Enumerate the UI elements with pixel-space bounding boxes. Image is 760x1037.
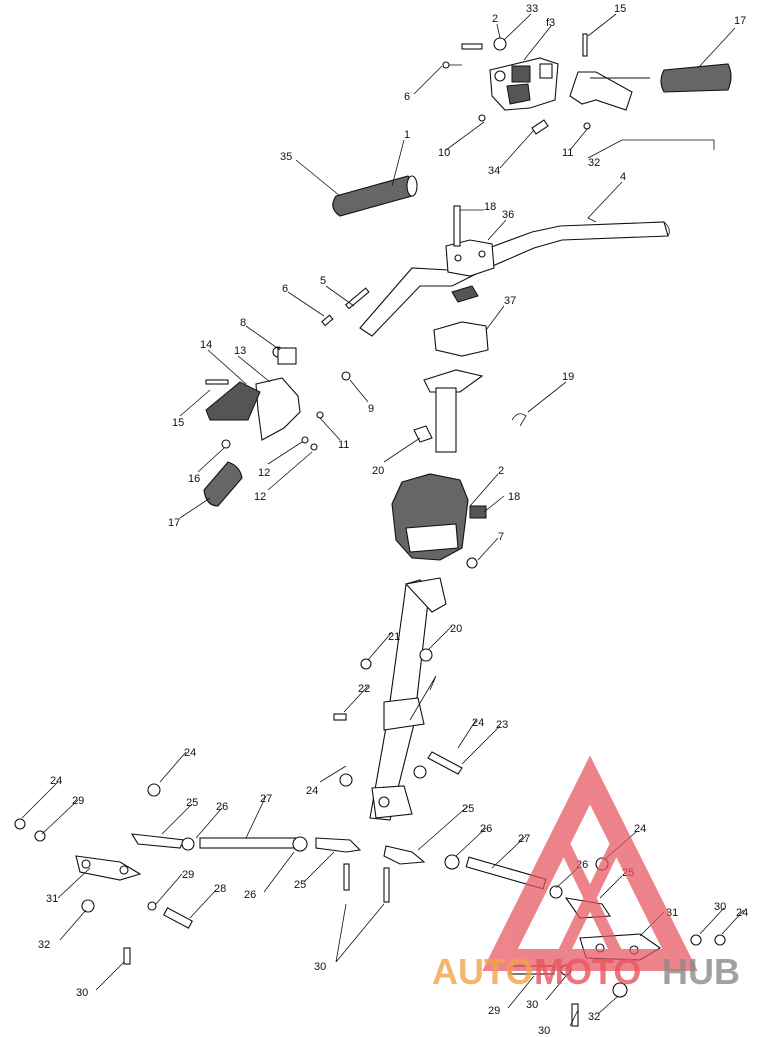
- handlebar-clamp-lower: [433, 285, 489, 357]
- left-brake-lever: [205, 287, 370, 451]
- right-grip: [660, 63, 732, 93]
- callout-20: 20: [372, 465, 384, 477]
- callout-26b: 26: [480, 823, 492, 835]
- callout-19: 19: [562, 371, 574, 383]
- callout-17: 17: [734, 15, 746, 27]
- callout-24d: 24: [50, 775, 62, 787]
- callout-29a: 29: [72, 795, 84, 807]
- callout-28a: 28: [214, 883, 226, 895]
- callout-18b: 18: [508, 491, 520, 503]
- callout-24b: 24: [306, 785, 318, 797]
- left-grip-lower: [203, 461, 243, 507]
- callout-30a: 30: [314, 961, 326, 973]
- callout-30c: 30: [538, 1025, 550, 1037]
- callout-25d: 25: [294, 879, 306, 891]
- handlebar-clamp-upper: [445, 205, 495, 277]
- callout-4: 4: [620, 171, 626, 183]
- callout-18: 18: [484, 201, 496, 213]
- callout-10: 10: [438, 147, 450, 159]
- left-linkage: [14, 773, 390, 965]
- leader-lines: [21, 13, 745, 1027]
- right-linkage: [383, 845, 726, 1027]
- left-grip-upper: [332, 175, 418, 217]
- callout-labels: 2 33 f3 15 17 6 10 11 32 34 35 1 4 18 36…: [38, 3, 748, 1037]
- callout-13: 13: [234, 345, 246, 357]
- callout-7: 7: [498, 531, 504, 543]
- handlebar: [359, 221, 670, 337]
- riser-plate: [423, 369, 484, 453]
- callout-17b: 17: [168, 517, 180, 529]
- callout-f3: f3: [546, 17, 555, 29]
- callout-30b: 30: [76, 987, 88, 999]
- callout-11: 11: [562, 147, 573, 159]
- callout-2: 2: [498, 465, 504, 477]
- callout-6b: 6: [282, 283, 288, 295]
- callout-27a: 27: [260, 793, 272, 805]
- callout-9: 9: [368, 403, 374, 415]
- callout-37b: 37: [504, 295, 516, 307]
- callout-27b: 27: [518, 833, 530, 845]
- callout-14: 14: [200, 339, 212, 351]
- callout-22: 22: [358, 683, 370, 695]
- handlebar-pad: [391, 473, 487, 569]
- callout-26c: 26: [576, 859, 588, 871]
- callout-32a: 32: [38, 939, 50, 951]
- callout-3: 2: [492, 13, 498, 25]
- callout-6: 6: [404, 91, 410, 103]
- callout-16: 16: [188, 473, 200, 485]
- callout-11b: 12: [254, 491, 266, 503]
- throttle-cable-end: [478, 114, 549, 135]
- callout-10b: 11: [338, 439, 349, 451]
- callout-25b: 25: [462, 803, 474, 815]
- callout-34: 33: [526, 3, 538, 15]
- callout-25c: 25: [622, 867, 634, 879]
- callout-31a: 31: [46, 893, 58, 905]
- callout-25a: 25: [186, 797, 198, 809]
- callout-5: 5: [320, 275, 326, 287]
- callout-24e: 24: [634, 823, 646, 835]
- right-switch-housing: [442, 37, 559, 111]
- callout-26d: 26: [244, 889, 256, 901]
- callout-1: 1: [404, 129, 410, 141]
- callout-24f: 24: [736, 907, 748, 919]
- callout-37: 36: [502, 209, 514, 221]
- throttle-lever: [569, 33, 650, 130]
- callout-24a: 24: [472, 717, 484, 729]
- callout-21: 21: [388, 631, 400, 643]
- steering-nut-20-upper: [413, 425, 433, 443]
- callout-31b: 31: [666, 907, 678, 919]
- callout-12: 12: [258, 467, 270, 479]
- callout-24c: 24: [184, 747, 196, 759]
- callout-15b: 15: [172, 417, 184, 429]
- callout-33: 32: [588, 157, 600, 169]
- callout-8: 8: [240, 317, 246, 329]
- callout-20b: 20: [450, 623, 462, 635]
- callout-35: 34: [488, 165, 500, 177]
- pin-19: [511, 413, 527, 427]
- callout-28b: 29: [488, 1005, 500, 1017]
- callout-36: 35: [280, 151, 292, 163]
- callout-29d: 30: [526, 999, 538, 1011]
- callout-15: 15: [614, 3, 626, 15]
- callout-26a: 26: [216, 801, 228, 813]
- callout-29c: 30: [714, 901, 726, 913]
- steering-post: [333, 577, 463, 821]
- callout-32b: 32: [588, 1011, 600, 1023]
- callout-29b: 29: [182, 869, 194, 881]
- callout-23: 23: [496, 719, 508, 731]
